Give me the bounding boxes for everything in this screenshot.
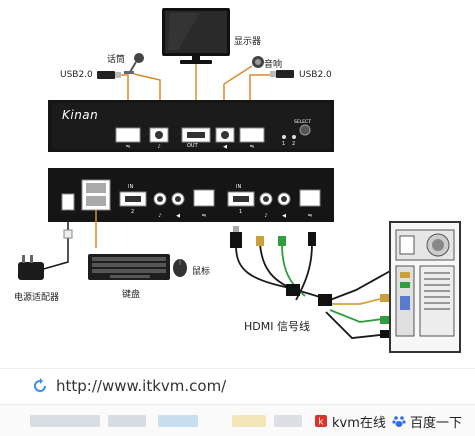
speaker-label: 音响 [264, 60, 283, 70]
monitor-label: 显示器 [234, 37, 262, 47]
svg-text:⇋: ⇋ [126, 144, 130, 150]
svg-text:⇋: ⇋ [202, 213, 206, 219]
kvm-online-icon: k [315, 415, 327, 428]
svg-text:k: k [318, 418, 324, 428]
cable-connectors [230, 226, 392, 338]
speaker-icon [252, 56, 264, 68]
rear-in-2-label: IN [236, 184, 242, 190]
rear-in-1-label: IN [128, 184, 134, 190]
baidu-paw-icon [392, 416, 406, 427]
select-1-label: 1 [282, 141, 286, 147]
kvm-online-label: kvm在线 [332, 415, 386, 431]
kvm-online-link[interactable]: k kvm在线 [314, 411, 386, 431]
refresh-icon [34, 378, 46, 392]
front-out-label: OUT [187, 143, 198, 149]
pc-tower-icon [389, 221, 461, 353]
monitor-icon [162, 8, 230, 64]
bottom-toolbar: k kvm在线 百度一下 [0, 404, 475, 436]
usb-left-label: USB2.0 [60, 70, 93, 80]
front-port-icons: ⇋ ♪ ◀ ⇋ [126, 144, 254, 150]
url-bar[interactable]: http://www.itkvm.com/ [0, 368, 475, 403]
baidu-search-link[interactable]: 百度一下 [392, 411, 462, 431]
keyboard-label: 键盘 [122, 290, 141, 300]
kvm-rear-panel [48, 168, 334, 222]
svg-text:♪: ♪ [158, 213, 161, 219]
svg-text:◀: ◀ [176, 213, 180, 219]
baidu-search-label: 百度一下 [410, 415, 463, 431]
rear-in-1-number: 2 [131, 209, 135, 215]
usb-drive-right-icon [270, 70, 294, 78]
rear-port-icons: ♪ ◀ ⇋ ♪ ◀ ⇋ [158, 213, 312, 219]
kvm-front-panel [48, 100, 334, 152]
mouse-icon [173, 259, 187, 277]
power-adapter-label: 电源适配器 [14, 293, 60, 303]
brand-logo: Kinan [62, 108, 99, 122]
select-label: SELECT [294, 120, 311, 125]
svg-text:◀: ◀ [282, 213, 286, 219]
blurred-item [158, 415, 198, 427]
svg-text:♪: ♪ [264, 213, 267, 219]
url-text[interactable]: http://www.itkvm.com/ [56, 377, 227, 395]
usb-drive-left-icon [97, 71, 121, 79]
power-adapter-icon [18, 210, 73, 280]
blurred-item [232, 415, 266, 427]
microphone-label: 话筒 [107, 55, 126, 65]
blurred-item [274, 415, 302, 427]
svg-text:⇋: ⇋ [308, 213, 312, 219]
hdmi-cable-label: HDMI 信号线 [244, 320, 310, 333]
svg-text:⇋: ⇋ [250, 144, 254, 150]
kvm-connection-diagram: ⇋ ♪ ◀ ⇋ ♪ ◀ ⇋ ♪ ◀ ⇋ [18, 8, 461, 353]
select-2-label: 2 [292, 141, 296, 147]
keyboard-icon [88, 210, 170, 280]
svg-text:◀: ◀ [223, 144, 227, 150]
blurred-item [108, 415, 146, 427]
usb-right-label: USB2.0 [299, 70, 332, 80]
blurred-item [30, 415, 100, 427]
svg-text:♪: ♪ [157, 144, 160, 150]
microphone-icon [124, 53, 144, 74]
rear-in-2-number: 1 [239, 209, 243, 215]
mouse-label: 鼠标 [192, 267, 211, 277]
